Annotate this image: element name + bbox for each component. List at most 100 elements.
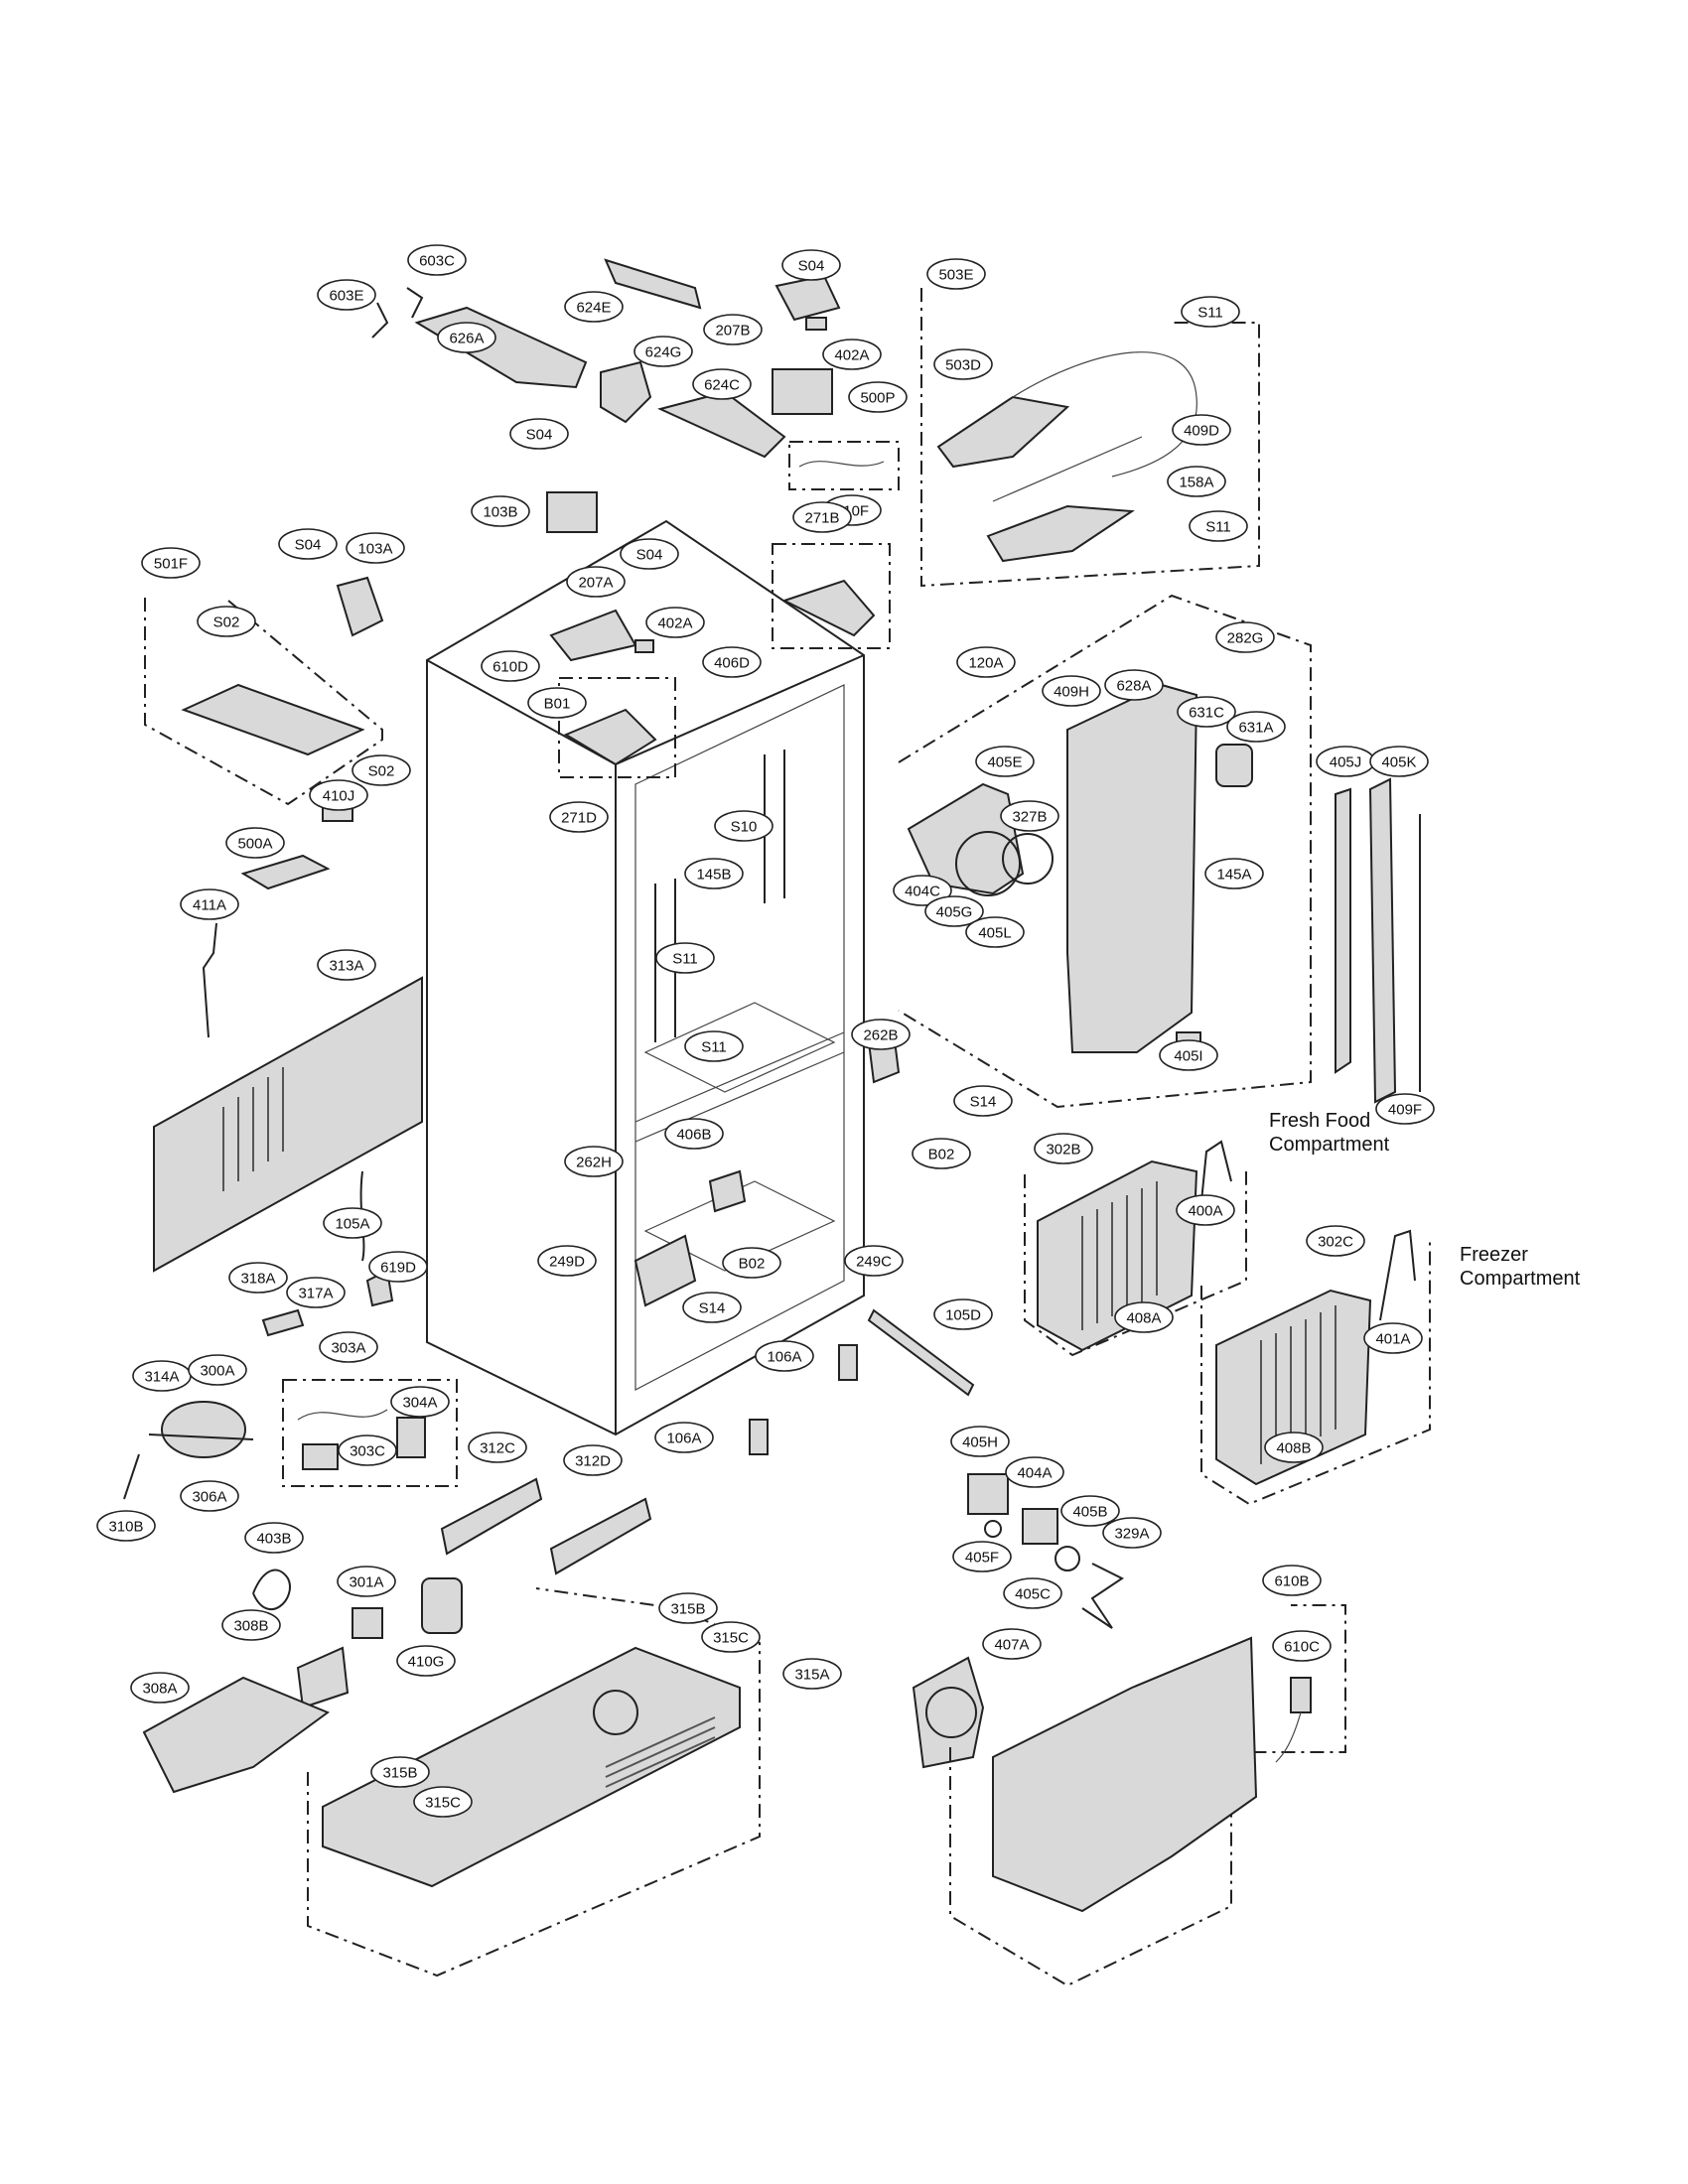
callout-oval: [1215, 621, 1275, 653]
callout-120a: 120A: [956, 646, 1016, 678]
callout-oval: [407, 244, 467, 276]
callout-b02_b: B02: [722, 1247, 781, 1279]
callout-oval: [953, 1085, 1013, 1117]
callout-106a_a: 106A: [755, 1340, 814, 1372]
callout-oval: [714, 810, 774, 842]
callout-oval: [782, 1658, 842, 1690]
part-number-label: 409D: [1184, 423, 1219, 440]
callout-oval: [527, 687, 587, 719]
part-number-label: 624E: [576, 300, 611, 317]
part-number-label: 404C: [905, 884, 940, 900]
part-number-label: 304A: [402, 1395, 437, 1412]
part-number-label: 631C: [1189, 705, 1224, 722]
callout-503e: 503E: [926, 258, 986, 290]
part-number-label: S11: [1197, 305, 1223, 322]
part-number-label: 408A: [1126, 1310, 1161, 1327]
callout-oval: [228, 1262, 288, 1294]
callout-oval: [848, 381, 908, 413]
part-number-label: 315B: [670, 1601, 705, 1618]
callout-oval: [1264, 1432, 1324, 1463]
callout-oval: [368, 1251, 428, 1283]
callout-oval: [509, 418, 569, 450]
part-number-label: 105D: [945, 1307, 981, 1324]
callout-145a: 145A: [1204, 858, 1264, 889]
callout-626a: 626A: [437, 322, 496, 353]
callout-207a: 207A: [566, 566, 626, 598]
part-number-label: 500P: [860, 390, 895, 407]
part-number-label: 405C: [1015, 1586, 1051, 1603]
fresh-food-label-line2: Compartment: [1269, 1134, 1390, 1156]
part-number-label: 306A: [192, 1489, 226, 1506]
part-number-label: 402A: [834, 347, 869, 364]
callout-oval: [633, 336, 693, 367]
callout-oval: [1104, 669, 1164, 701]
callout-610b: 610B: [1262, 1565, 1322, 1596]
callout-oval: [1176, 1194, 1235, 1226]
fan-motor-parts: [912, 1473, 1124, 1769]
callout-oval: [1363, 1322, 1423, 1354]
callout-oval: [180, 888, 239, 920]
callout-402a_top: 402A: [822, 339, 882, 370]
callout-oval: [684, 858, 744, 889]
callout-303c: 303C: [338, 1434, 397, 1466]
freezer-compartment-label: Freezer Compartment: [1460, 1243, 1580, 1291]
part-number-label: 405K: [1381, 754, 1416, 771]
part-number-label: 405J: [1330, 754, 1362, 771]
callout-403b: 403B: [244, 1522, 304, 1554]
callout-oval: [317, 279, 376, 311]
callout-oval: [188, 1354, 247, 1386]
callout-oval: [1204, 858, 1264, 889]
callout-282g: 282G: [1215, 621, 1275, 653]
part-number-label: 271B: [804, 510, 839, 527]
callout-oval: [130, 1672, 190, 1704]
callout-oval: [225, 827, 285, 859]
callout-405j: 405J: [1316, 746, 1375, 777]
callout-oval: [851, 1019, 911, 1050]
callout-106a_b: 106A: [654, 1422, 714, 1453]
callout-628a: 628A: [1104, 669, 1164, 701]
part-number-label: 262H: [576, 1155, 612, 1171]
callout-313a: 313A: [317, 949, 376, 981]
part-number-label: 403B: [256, 1531, 291, 1548]
callout-405l: 405L: [965, 916, 1025, 948]
callout-s02_a: S02: [197, 606, 256, 637]
evaporator-freezer-group: [1200, 1229, 1431, 1506]
callout-405f: 405F: [952, 1541, 1012, 1572]
callout-312d: 312D: [563, 1444, 623, 1476]
callout-oval: [563, 1444, 623, 1476]
callout-oval: [564, 291, 624, 323]
part-number-label: 105A: [335, 1216, 369, 1233]
part-number-label: 405I: [1174, 1048, 1202, 1065]
callout-624c: 624C: [692, 368, 752, 400]
callout-oval: [468, 1432, 527, 1463]
callout-s04_c: S04: [620, 538, 679, 570]
callout-409d: 409D: [1172, 414, 1231, 446]
part-number-label: 610B: [1274, 1573, 1309, 1590]
part-number-label: 315C: [713, 1630, 749, 1647]
callout-oval: [658, 1592, 718, 1624]
part-number-label: B01: [544, 696, 571, 713]
part-number-label: 271D: [561, 810, 597, 827]
callout-oval: [1000, 800, 1059, 832]
part-number-label: S14: [970, 1094, 997, 1111]
part-number-label: 300A: [200, 1363, 234, 1380]
callout-405c: 405C: [1003, 1577, 1062, 1609]
part-number-label: 249D: [549, 1254, 585, 1271]
part-number-label: 106A: [767, 1349, 801, 1366]
callout-oval: [323, 1207, 382, 1239]
callout-oval: [952, 1541, 1012, 1572]
part-number-label: 308A: [142, 1681, 177, 1698]
callout-207b: 207B: [703, 314, 763, 345]
callout-oval: [924, 895, 984, 927]
cabinet-body: [426, 519, 865, 1436]
callout-oval: [982, 1628, 1042, 1660]
assembly-120A-group: [898, 594, 1312, 1109]
part-number-label: 400A: [1188, 1203, 1222, 1220]
assembly-271B-box: [772, 543, 891, 649]
callout-oval: [566, 566, 626, 598]
callout-oval: [684, 1030, 744, 1062]
part-number-label: 158A: [1179, 475, 1213, 491]
assembly-271D-box: [558, 677, 676, 778]
callout-500p: 500P: [848, 381, 908, 413]
